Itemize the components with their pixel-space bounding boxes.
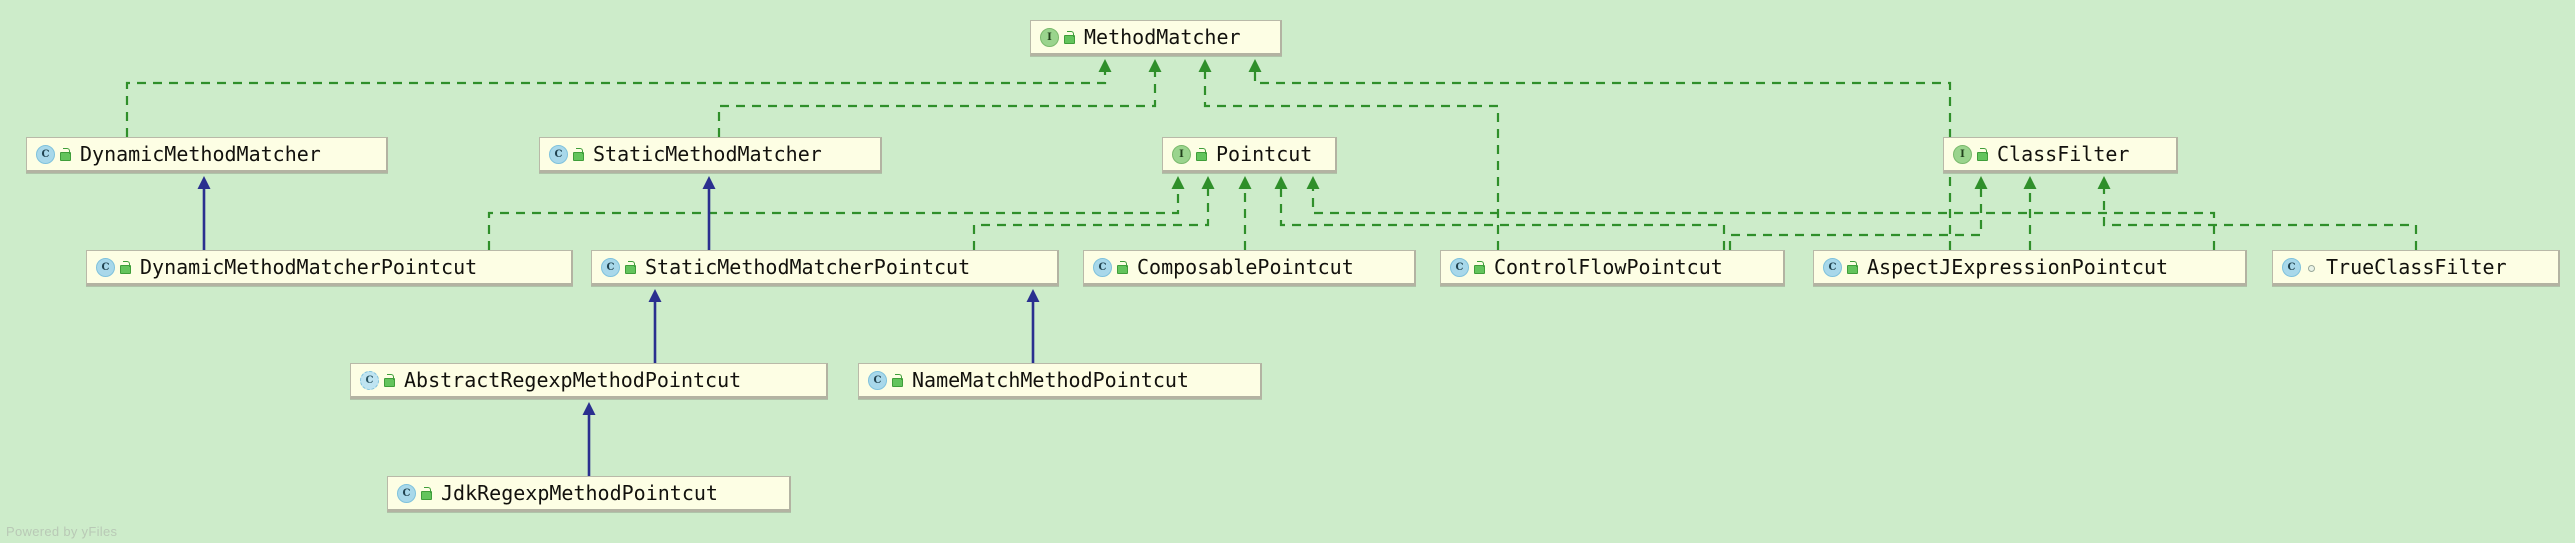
edge-controlflowpointcut-implements-classfilter (1728, 176, 1988, 250)
public-lock-icon (891, 373, 903, 387)
public-lock-icon (1473, 260, 1485, 274)
class-icon: C (601, 257, 620, 277)
node-label: Pointcut (1216, 142, 1313, 166)
public-lock-icon (420, 486, 432, 500)
public-lock-icon (1195, 147, 1207, 161)
public-lock-icon (1063, 30, 1075, 44)
node-label: AspectJExpressionPointcut (1867, 255, 2169, 279)
public-lock-icon (1846, 260, 1858, 274)
public-lock-icon (119, 260, 131, 274)
node-aspectjexpressionpointcut[interactable]: C AspectJExpressionPointcut (1813, 250, 2247, 286)
node-namematchmethodpointcut[interactable]: C NameMatchMethodPointcut (858, 363, 1262, 399)
node-dynamicmethodmatcherpointcut[interactable]: C DynamicMethodMatcherPointcut (86, 250, 573, 286)
node-icon-group: C (549, 144, 584, 164)
node-label: DynamicMethodMatcherPointcut (140, 255, 478, 279)
node-label: DynamicMethodMatcher (80, 142, 321, 166)
public-lock-icon (1976, 147, 1988, 161)
class-icon: C (36, 144, 55, 164)
node-icon-group: C (868, 370, 903, 390)
node-staticmethodmatcher[interactable]: C StaticMethodMatcher (539, 137, 882, 173)
node-label: ComposablePointcut (1137, 255, 1354, 279)
node-classfilter[interactable]: I ClassFilter (1943, 137, 2178, 173)
node-jdkregexpmethodpointcut[interactable]: C JdkRegexpMethodPointcut (387, 476, 791, 512)
node-composablepointcut[interactable]: C ComposablePointcut (1083, 250, 1416, 286)
class-icon: C (1093, 257, 1112, 277)
node-icon-group: C (360, 370, 395, 390)
public-lock-icon (59, 147, 71, 161)
node-methodmatcher[interactable]: I MethodMatcher (1030, 20, 1282, 56)
edge-aspectjexpressionpointcut-implements-pointcut (1306, 176, 2216, 250)
node-label: TrueClassFilter (2326, 255, 2507, 279)
node-label: StaticMethodMatcher (593, 142, 822, 166)
class-icon: C (96, 257, 115, 277)
edge-staticmethodmatcherpointcut-implements-pointcut (972, 176, 1215, 250)
public-lock-icon (383, 373, 395, 387)
node-pointcut[interactable]: I Pointcut (1162, 137, 1337, 173)
package-visibility-icon (2305, 261, 2317, 274)
node-abstractregexpmethodpointcut[interactable]: C AbstractRegexpMethodPointcut (350, 363, 828, 399)
node-icon-group: C (96, 257, 131, 277)
watermark: Powered by yFiles (6, 524, 118, 539)
node-label: ControlFlowPointcut (1494, 255, 1723, 279)
edge-dynamicmethodmatcherpointcut-implements-pointcut (487, 176, 1185, 250)
class-icon: C (397, 483, 416, 503)
node-trueclassfilter[interactable]: C TrueClassFilter (2272, 250, 2560, 286)
interface-icon: I (1953, 144, 1972, 164)
node-icon-group: C (397, 483, 432, 503)
node-label: StaticMethodMatcherPointcut (645, 255, 971, 279)
node-icon-group: C (2282, 257, 2317, 277)
extends-edges (197, 176, 1040, 476)
node-dynamicmethodmatcher[interactable]: C DynamicMethodMatcher (26, 137, 388, 173)
edge-trueclassfilter-implements-classfilter (2097, 176, 2418, 250)
class-icon: C (1450, 257, 1469, 277)
public-lock-icon (572, 147, 584, 161)
abstract-class-icon: C (360, 370, 379, 390)
node-icon-group: I (1953, 144, 1988, 164)
node-icon-group: C (601, 257, 636, 277)
node-label: MethodMatcher (1084, 25, 1241, 49)
node-icon-group: C (1450, 257, 1485, 277)
class-icon: C (868, 370, 887, 390)
class-icon: C (2282, 257, 2301, 277)
public-lock-icon (624, 260, 636, 274)
node-label: NameMatchMethodPointcut (912, 368, 1189, 392)
node-icon-group: I (1172, 144, 1207, 164)
edge-dynamicmethodmatcher-implements-methodmatcher (125, 59, 1112, 137)
node-staticmethodmatcherpointcut[interactable]: C StaticMethodMatcherPointcut (591, 250, 1059, 286)
node-icon-group: C (36, 144, 71, 164)
node-icon-group: C (1823, 257, 1858, 277)
interface-icon: I (1040, 27, 1059, 47)
node-label: ClassFilter (1997, 142, 2130, 166)
public-lock-icon (1116, 260, 1128, 274)
edge-controlflowpointcut-implements-pointcut (1274, 176, 1726, 250)
edge-staticmethodmatcher-implements-methodmatcher (717, 59, 1162, 137)
node-label: AbstractRegexpMethodPointcut (404, 368, 742, 392)
class-icon: C (1823, 257, 1842, 277)
interface-icon: I (1172, 144, 1191, 164)
edge-aspectjexpressionpointcut-implements-methodmatcher (1248, 59, 1952, 250)
class-icon: C (549, 144, 568, 164)
node-controlflowpointcut[interactable]: C ControlFlowPointcut (1440, 250, 1785, 286)
node-label: JdkRegexpMethodPointcut (441, 481, 718, 505)
node-icon-group: C (1093, 257, 1128, 277)
node-icon-group: I (1040, 27, 1075, 47)
